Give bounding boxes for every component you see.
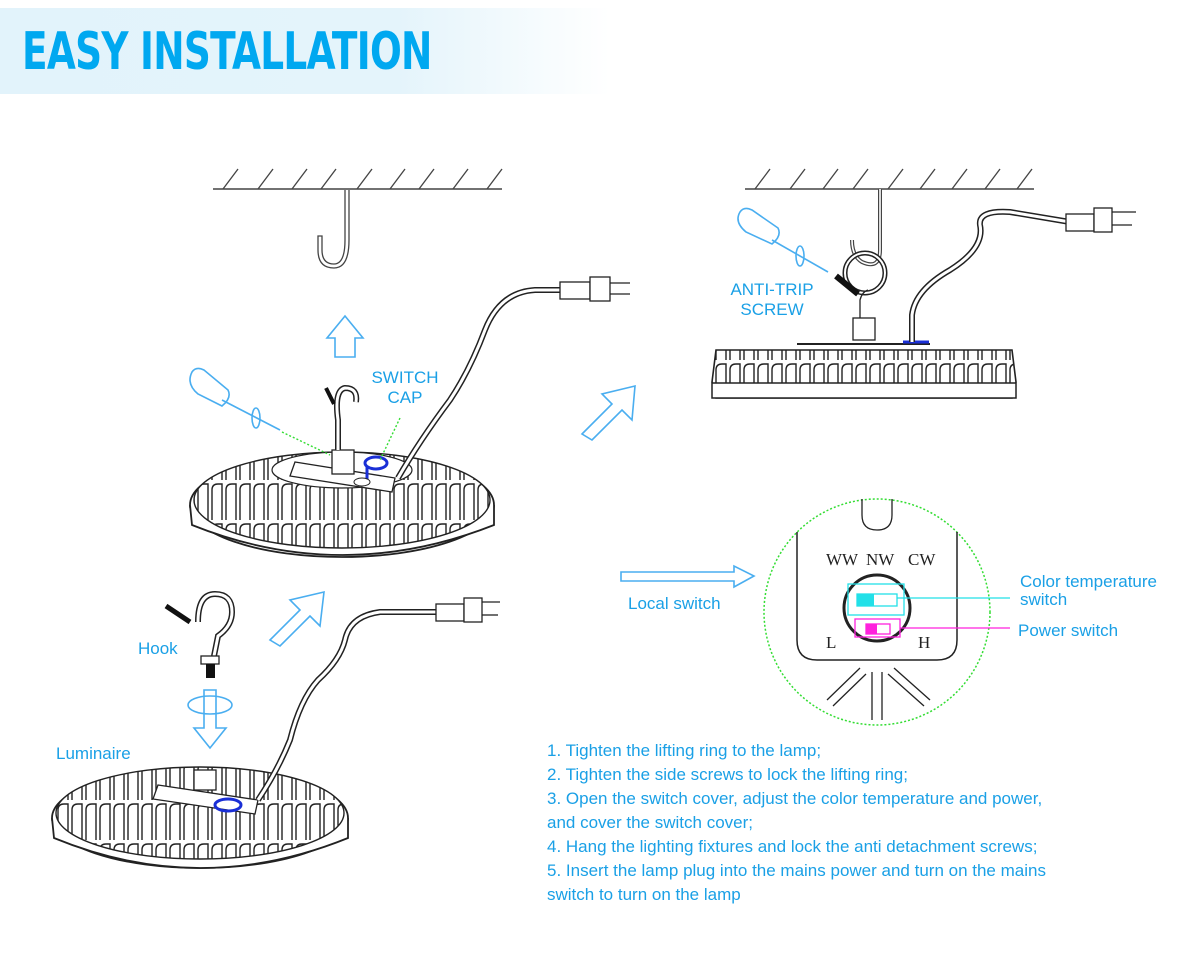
step-line: switch to turn on the lamp: [547, 885, 741, 904]
color-temp-label-line2: switch: [1020, 590, 1068, 609]
plug-icon: [435, 597, 500, 623]
switch-label-nw: NW: [866, 550, 895, 569]
plug-icon: [559, 276, 630, 302]
step-line: 5. Insert the lamp plug into the mains p…: [547, 861, 1046, 880]
eye-hook: [164, 590, 236, 678]
local-switch-label: Local switch: [628, 594, 721, 613]
up-arrow-icon: [325, 314, 365, 358]
diagonal-arrow-icon: [580, 384, 636, 442]
step-line: 2. Tighten the side screws to lock the l…: [547, 765, 908, 784]
screwdriver-icon: [189, 367, 281, 431]
switch-cap-label: SWITCH CAP: [364, 368, 446, 408]
ceiling-with-hook: [213, 168, 503, 269]
anti-trip-screw-label: ANTI-TRIP SCREW: [720, 280, 824, 320]
color-temp-label-line1: Color temperature: [1020, 572, 1158, 591]
step-line: 4. Hang the lighting fixtures and lock t…: [547, 837, 1038, 856]
title-banner: EASY INSTALLATION: [0, 8, 610, 94]
step-line: 3. Open the switch cover, adjust the col…: [547, 789, 1043, 808]
anti-trip-label-line1: ANTI-TRIP: [730, 280, 814, 299]
anti-trip-label-line2: SCREW: [740, 300, 804, 319]
page-title: EASY INSTALLATION: [22, 22, 432, 82]
installation-steps: 1. Tighten the lifting ring to the lamp;…: [547, 739, 1167, 907]
luminaire-bottom: [51, 766, 349, 869]
power-switch-label: Power switch: [1018, 621, 1119, 640]
luminaire-middle: [189, 384, 495, 558]
hook-label: Hook: [138, 639, 178, 658]
switch-label-ww: WW: [826, 550, 859, 569]
switch-label-high: H: [918, 633, 930, 652]
switch-label-low: L: [826, 633, 836, 652]
luminaire-label: Luminaire: [56, 744, 131, 763]
step-line: 1. Tighten the lifting ring to the lamp;: [547, 741, 822, 760]
right-arrow-icon: [620, 564, 756, 589]
step-line: and cover the switch cover;: [547, 813, 753, 832]
switch-label-cw: CW: [908, 550, 936, 569]
screw-in-arrow-icon: [187, 689, 233, 750]
switch-cap-label-line2: CAP: [387, 388, 423, 407]
hung-luminaire: [711, 168, 1136, 399]
diagonal-arrow-icon: [268, 590, 325, 648]
switch-detail: WW NW CW L H: [763, 498, 1010, 726]
switch-cap-label-line1: SWITCH: [371, 368, 439, 387]
color-temperature-switch-label: Color temperature switch: [1020, 573, 1157, 609]
